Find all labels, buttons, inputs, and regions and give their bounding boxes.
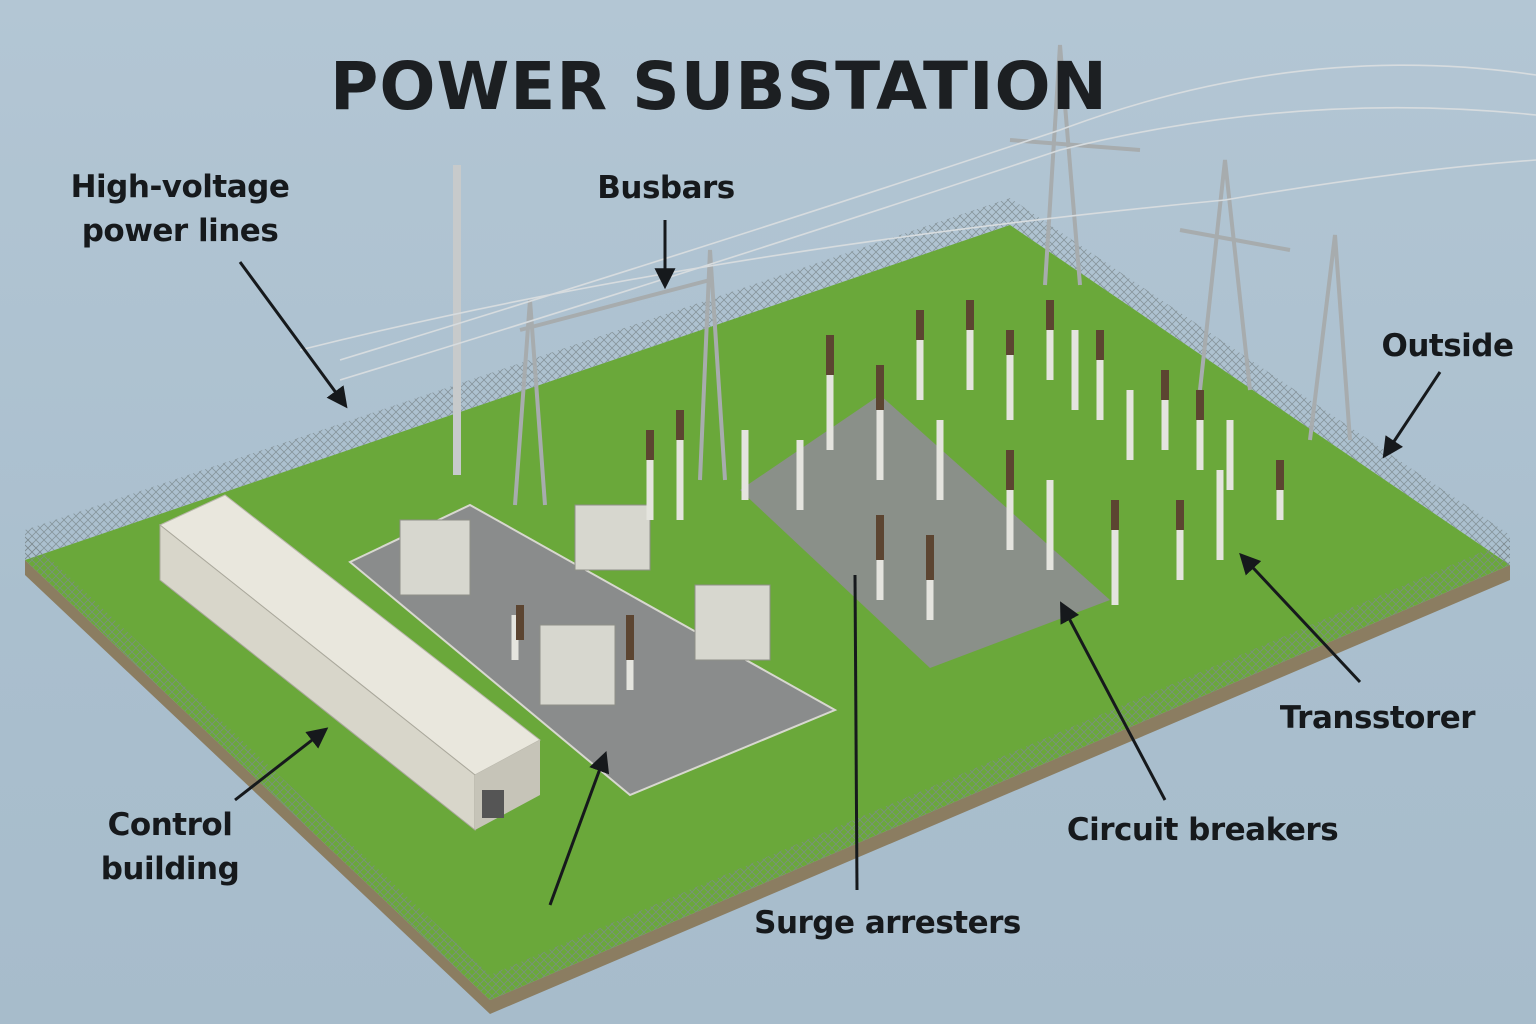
arrow-outside: [1382, 371, 1442, 459]
control-building: [159, 494, 541, 832]
arrow-control-building: [234, 727, 329, 802]
arrow-circuit-breakers: [1060, 601, 1167, 801]
insulators: [516, 300, 1284, 660]
label-line: building: [100, 851, 240, 887]
fence-front-right: [490, 540, 1510, 1000]
label-high-voltage-power-lines: High-voltage power lines: [55, 165, 305, 253]
label-outside: Outside: [1381, 328, 1514, 364]
label-surge-arresters: Surge arresters: [754, 905, 1021, 941]
power-lines: [299, 64, 1536, 381]
label-line: Control: [107, 807, 233, 843]
arrow-transformer-pad: [548, 751, 610, 906]
label-line: High-voltage: [70, 169, 290, 205]
arrow-high-voltage: [238, 261, 348, 409]
lattice-towers: [513, 44, 1352, 506]
page-title: POWER SUBSTATION: [330, 48, 1108, 125]
fence-front-left: [25, 535, 490, 1000]
transformers: [399, 504, 771, 706]
label-busbars: Busbars: [597, 170, 735, 206]
annotation-arrows: [234, 220, 1442, 906]
fence-back-right: [1010, 198, 1510, 565]
gravel-pad-switchyard: [740, 395, 1110, 668]
label-transstorer: Transstorer: [1279, 700, 1476, 736]
fence-back-left: [25, 198, 1010, 560]
arrow-transstorer: [1239, 552, 1362, 684]
label-circuit-breakers: Circuit breakers: [1066, 812, 1339, 848]
label-control-building: Control building: [80, 803, 260, 891]
arrow-surge-arresters: [853, 574, 859, 891]
label-line: power lines: [81, 213, 279, 249]
